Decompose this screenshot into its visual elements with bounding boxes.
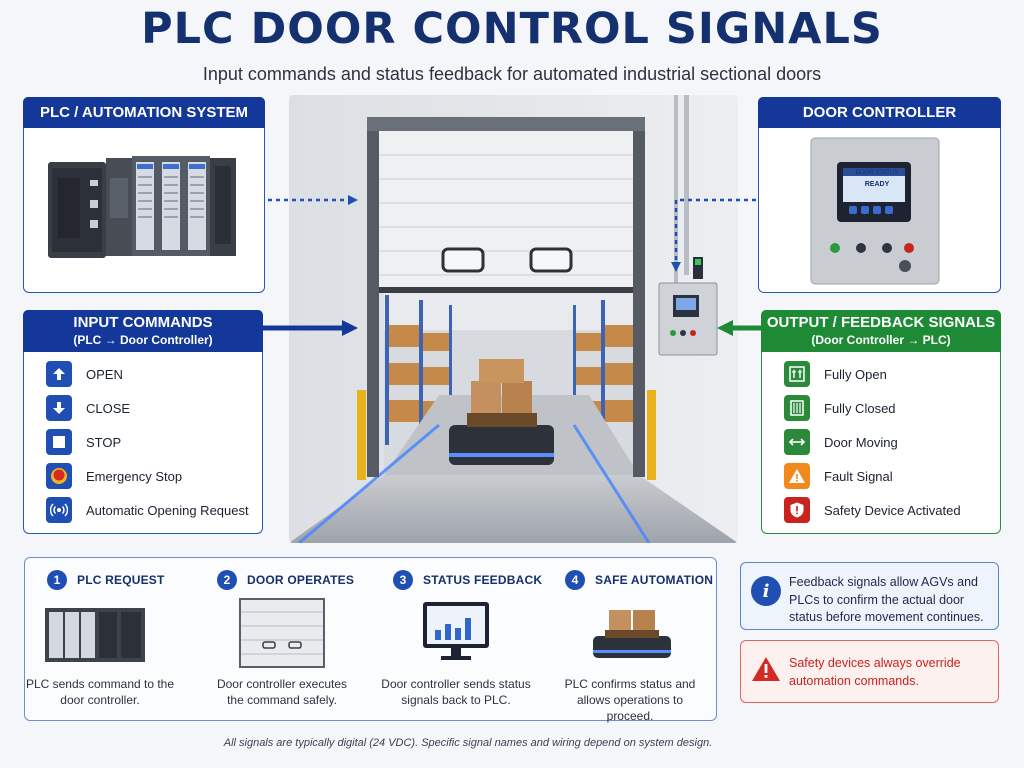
step-number: 1 [47,570,67,590]
step-number: 4 [565,570,585,590]
input-signal-label: Automatic Opening Request [86,502,249,518]
safety-note-text: Safety devices always override automatio… [789,656,961,688]
bidirectional-arrow-icon [784,429,810,455]
warning-triangle-icon [784,463,810,489]
warning-triangle-icon [752,657,780,681]
emergency-stop-icon [46,463,72,489]
agv-icon [593,610,671,658]
step-number: 3 [393,570,413,590]
step-description: PLC confirms status and allows operation… [564,677,696,724]
controller-screen-status: READY [864,181,890,188]
controller-screen-label: DOOR STATUS [855,170,899,176]
input-signal-open: OPEN [46,361,123,387]
controller-panel-title: DOOR CONTROLLER [758,97,1001,128]
shield-icon [784,497,810,523]
wireless-signal-icon [46,497,72,523]
plc-hardware-illustration [48,156,236,258]
input-commands-title: INPUT COMMANDS [73,314,213,332]
arrow-down-icon [46,395,72,421]
input-signal-label: Emergency Stop [86,468,183,484]
input-signal-close: CLOSE [46,395,130,421]
door-closed-icon [784,395,810,421]
plc-panel: PLC / AUTOMATION SYSTEM [23,97,265,293]
process-steps-panel: 1 PLC REQUEST PLC sends command to the d… [24,557,717,723]
page-subtitle: Input commands and status feedback for a… [202,64,822,84]
output-signal-fully-open: Fully Open [784,361,887,387]
door-panel-icon [239,598,325,668]
controller-illustration [810,137,940,285]
monitor-chart-icon [423,602,489,660]
step-4-header: 4 SAFE AUTOMATION [565,570,713,590]
output-signal-fault: Fault Signal [784,463,893,489]
safety-note: Safety devices always override automatio… [740,640,999,703]
input-signal-label: CLOSE [86,400,131,416]
page-title: PLC DOOR CONTROL SIGNALS [141,4,883,54]
plc-panel-title: PLC / AUTOMATION SYSTEM [23,97,265,128]
step-description: PLC sends command to the door controller… [25,677,175,708]
output-signal-label: Fault Signal [824,468,893,484]
info-icon: i [751,576,781,606]
info-note-text: Feedback signals allow AGVs and PLCs to … [789,575,984,624]
footnote: All signals are typically digital (24 VD… [223,737,713,749]
door-open-icon [784,361,810,387]
input-signal-stop: STOP [46,429,121,455]
input-signal-label: OPEN [86,366,123,382]
info-note: i Feedback signals allow AGVs and PLCs t… [740,562,999,630]
step-3-header: 3 STATUS FEEDBACK [393,570,542,590]
step-title: STATUS FEEDBACK [423,573,543,587]
step-description: Door controller sends status signals bac… [381,677,531,708]
output-signal-label: Fully Closed [824,400,896,416]
output-signal-label: Fully Open [824,366,887,382]
step-title: DOOR OPERATES [247,573,355,587]
step-title: PLC REQUEST [77,573,165,587]
input-commands-panel: INPUT COMMANDS (PLC → Door Controller) O… [23,310,263,534]
step-1-header: 1 PLC REQUEST [47,570,165,590]
output-feedback-subtitle: (Door Controller → PLC) [811,332,951,347]
input-signal-emergency-stop: Emergency Stop [46,463,182,489]
output-signal-label: Door Moving [824,434,898,450]
output-signal-label: Safety Device Activated [824,502,961,518]
step-2-header: 2 DOOR OPERATES [217,570,354,590]
output-signal-fully-closed: Fully Closed [784,395,896,421]
input-commands-subtitle: (PLC → Door Controller) [73,332,213,347]
step-number: 2 [217,570,237,590]
output-feedback-panel: OUTPUT / FEEDBACK SIGNALS (Door Controll… [761,310,1001,534]
warehouse-door-scene [289,95,738,543]
stop-square-icon [46,429,72,455]
output-signal-safety-device: Safety Device Activated [784,497,961,523]
output-feedback-header: OUTPUT / FEEDBACK SIGNALS (Door Controll… [761,310,1001,352]
plc-rack-icon [45,608,145,662]
output-feedback-title: OUTPUT / FEEDBACK SIGNALS [766,314,996,332]
input-commands-header: INPUT COMMANDS (PLC → Door Controller) [23,310,263,352]
step-description: Door controller executes the command saf… [216,677,348,708]
input-signal-label: STOP [86,434,122,450]
door-controller-panel: DOOR CONTROLLER DOOR STATUS READY [758,97,1001,293]
step-title: SAFE AUTOMATION [595,573,714,587]
arrow-up-icon [46,361,72,387]
output-signal-door-moving: Door Moving [784,429,898,455]
input-signal-auto-open-request: Automatic Opening Request [46,497,249,523]
